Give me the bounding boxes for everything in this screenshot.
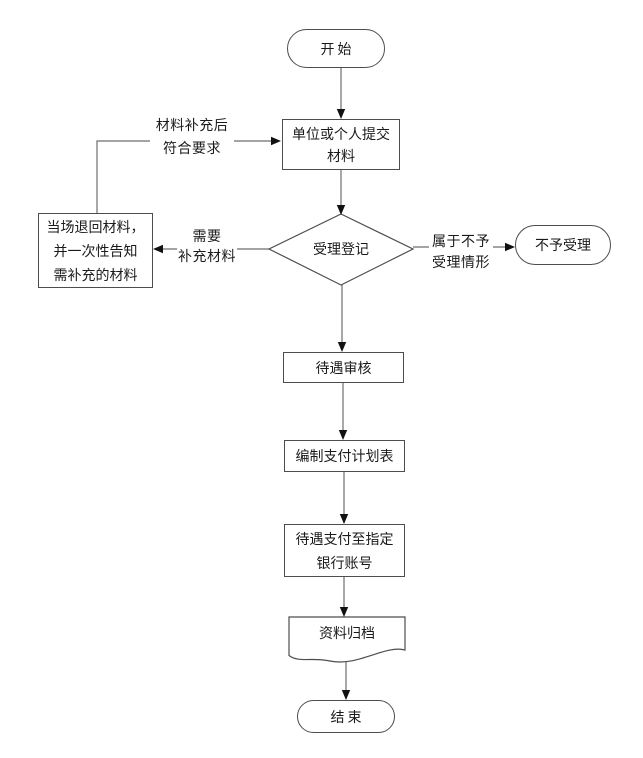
arrowhead-start-submit xyxy=(336,109,346,119)
arrowhead-register-review xyxy=(337,342,347,352)
arrowhead-plan-pay xyxy=(339,514,349,524)
node-pay: 待遇支付至指定 银行账号 xyxy=(284,524,405,577)
node-return-materials-label: 当场退回材料， 并一次性告知 需补充的材料 xyxy=(46,218,145,283)
arrowhead-review-plan xyxy=(338,430,348,440)
node-end-label: 结束 xyxy=(330,708,365,725)
arrowhead-submit-register xyxy=(336,205,346,215)
node-reject: 不予受理 xyxy=(515,225,611,265)
node-register-label: 受理登记 xyxy=(313,241,369,257)
arrowhead-register-reject xyxy=(505,242,515,252)
node-review-label: 待遇审核 xyxy=(315,359,372,376)
arrowhead-pay-archive xyxy=(339,607,349,617)
node-archive-label: 资料归档 xyxy=(319,625,375,641)
node-reject-label: 不予受理 xyxy=(535,237,591,253)
edge-label-supplement-ok: 材料补充后 符合要求 xyxy=(150,114,234,160)
node-return-materials: 当场退回材料， 并一次性告知 需补充的材料 xyxy=(38,213,153,288)
node-submit-label: 单位或个人提交 材料 xyxy=(292,125,390,164)
node-end: 结束 xyxy=(297,700,395,733)
node-register-shape xyxy=(267,213,415,286)
edge-label-need-supplement: 需要 补充材料 xyxy=(177,226,237,266)
edge-label-reject-case: 属于不予 受理情形 xyxy=(429,231,493,273)
node-plan-label: 编制支付计划表 xyxy=(295,448,394,464)
node-plan: 编制支付计划表 xyxy=(284,440,405,472)
node-review: 待遇审核 xyxy=(283,352,404,383)
node-start: 开始 xyxy=(287,29,385,68)
node-start-label: 开始 xyxy=(320,40,355,57)
arrowhead-archive-end xyxy=(341,690,351,700)
arrowhead-register-return xyxy=(153,244,163,254)
node-pay-label: 待遇支付至指定 银行账号 xyxy=(295,530,394,571)
node-archive-shape xyxy=(288,616,406,663)
arrowhead-return-submit xyxy=(271,136,281,146)
node-submit: 单位或个人提交 材料 xyxy=(282,119,400,170)
